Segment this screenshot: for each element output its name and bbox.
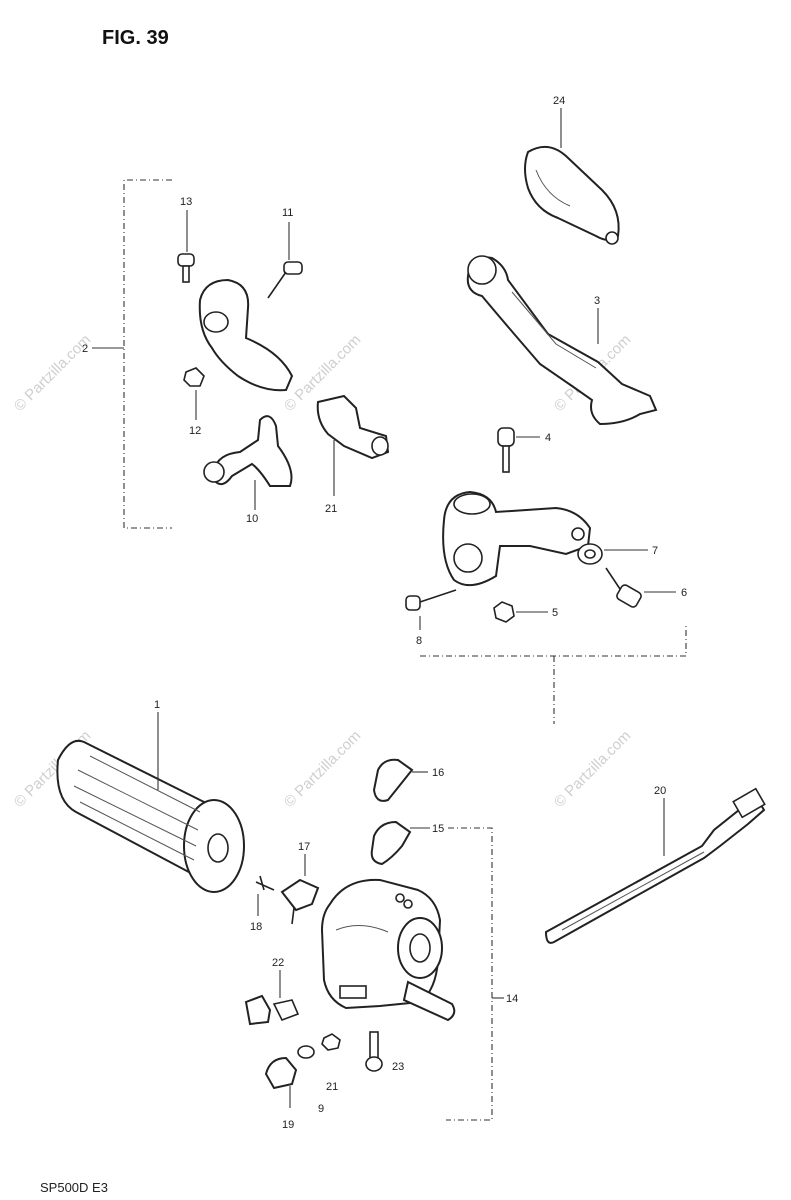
callout-label-7: 7: [652, 545, 658, 557]
part-3-brake-lever[interactable]: [466, 255, 658, 426]
callout-label-17: 17: [298, 841, 310, 853]
part-22-connector[interactable]: [244, 994, 300, 1026]
part-18-screw[interactable]: [255, 875, 275, 891]
callout-label-12: 12: [189, 425, 201, 437]
part-brake-holder[interactable]: [442, 490, 592, 587]
callout-label-18-visible: 18: [250, 921, 262, 933]
callout-label-13: 13: [180, 196, 192, 208]
model-code: SP500D E3: [40, 1180, 108, 1195]
callout-label-20: 20: [654, 785, 666, 797]
part-17-button[interactable]: [280, 878, 320, 925]
callout-label-24: 24: [553, 95, 565, 107]
group-bracket-right-upper: [420, 624, 687, 657]
part-10-clutch-lever[interactable]: [203, 415, 293, 487]
part-switch-nut[interactable]: [321, 1033, 341, 1051]
part-6-bolt[interactable]: [605, 567, 643, 608]
watermark-6: © Partzilla.com: [551, 727, 634, 810]
part-16-knob[interactable]: [372, 758, 414, 802]
part-23-screw[interactable]: [365, 1031, 383, 1072]
part-12-nut[interactable]: [183, 367, 205, 387]
part-14-switch-housing[interactable]: [320, 878, 456, 1022]
part-8-bolt[interactable]: [405, 589, 457, 611]
callout-label-11: 11: [282, 207, 293, 219]
group-bracket-left: [123, 179, 172, 529]
part-4-pivot-bolt[interactable]: [497, 427, 515, 473]
callout-label-16: 16: [432, 767, 444, 779]
callout-label-19: 19: [282, 1119, 294, 1131]
callout-label-20-small: 21: [326, 1081, 338, 1093]
callout-label-14: 14: [506, 993, 518, 1005]
callout-label-3: 3: [594, 295, 600, 307]
callout-label-1-visible: 1: [154, 699, 160, 711]
callout-label-4: 4: [545, 432, 551, 444]
callout-label-21: 21: [325, 503, 337, 515]
part-21-bracket[interactable]: [316, 394, 390, 460]
part-20-wiring-band[interactable]: [544, 787, 766, 944]
callout-label-5: 5: [552, 607, 558, 619]
part-clutch-holder[interactable]: [198, 278, 294, 392]
part-7-washer[interactable]: [577, 543, 603, 565]
callout-label-6: 6: [681, 587, 687, 599]
part-15-knob[interactable]: [370, 820, 412, 866]
part-5-nut[interactable]: [493, 601, 515, 623]
callout-label-9: 9: [318, 1103, 324, 1115]
callout-label-10: 10: [246, 513, 258, 525]
callout-label-22: 22: [272, 957, 284, 969]
callout-label-15: 15: [432, 823, 444, 835]
group-bracket-switch: [446, 827, 493, 1121]
watermark-5: © Partzilla.com: [281, 727, 364, 810]
callout-label-2: 2: [82, 343, 88, 355]
part-13-bolt[interactable]: [177, 253, 195, 283]
part-24-lever-cover[interactable]: [524, 145, 620, 245]
part-19-cap[interactable]: [264, 1045, 315, 1090]
figure-title: FIG. 39: [102, 27, 169, 49]
callout-label-23: 23: [392, 1061, 404, 1073]
callout-label-8: 8: [416, 635, 422, 647]
part-1-grip[interactable]: [56, 739, 245, 893]
part-11-adjuster[interactable]: [267, 261, 303, 299]
